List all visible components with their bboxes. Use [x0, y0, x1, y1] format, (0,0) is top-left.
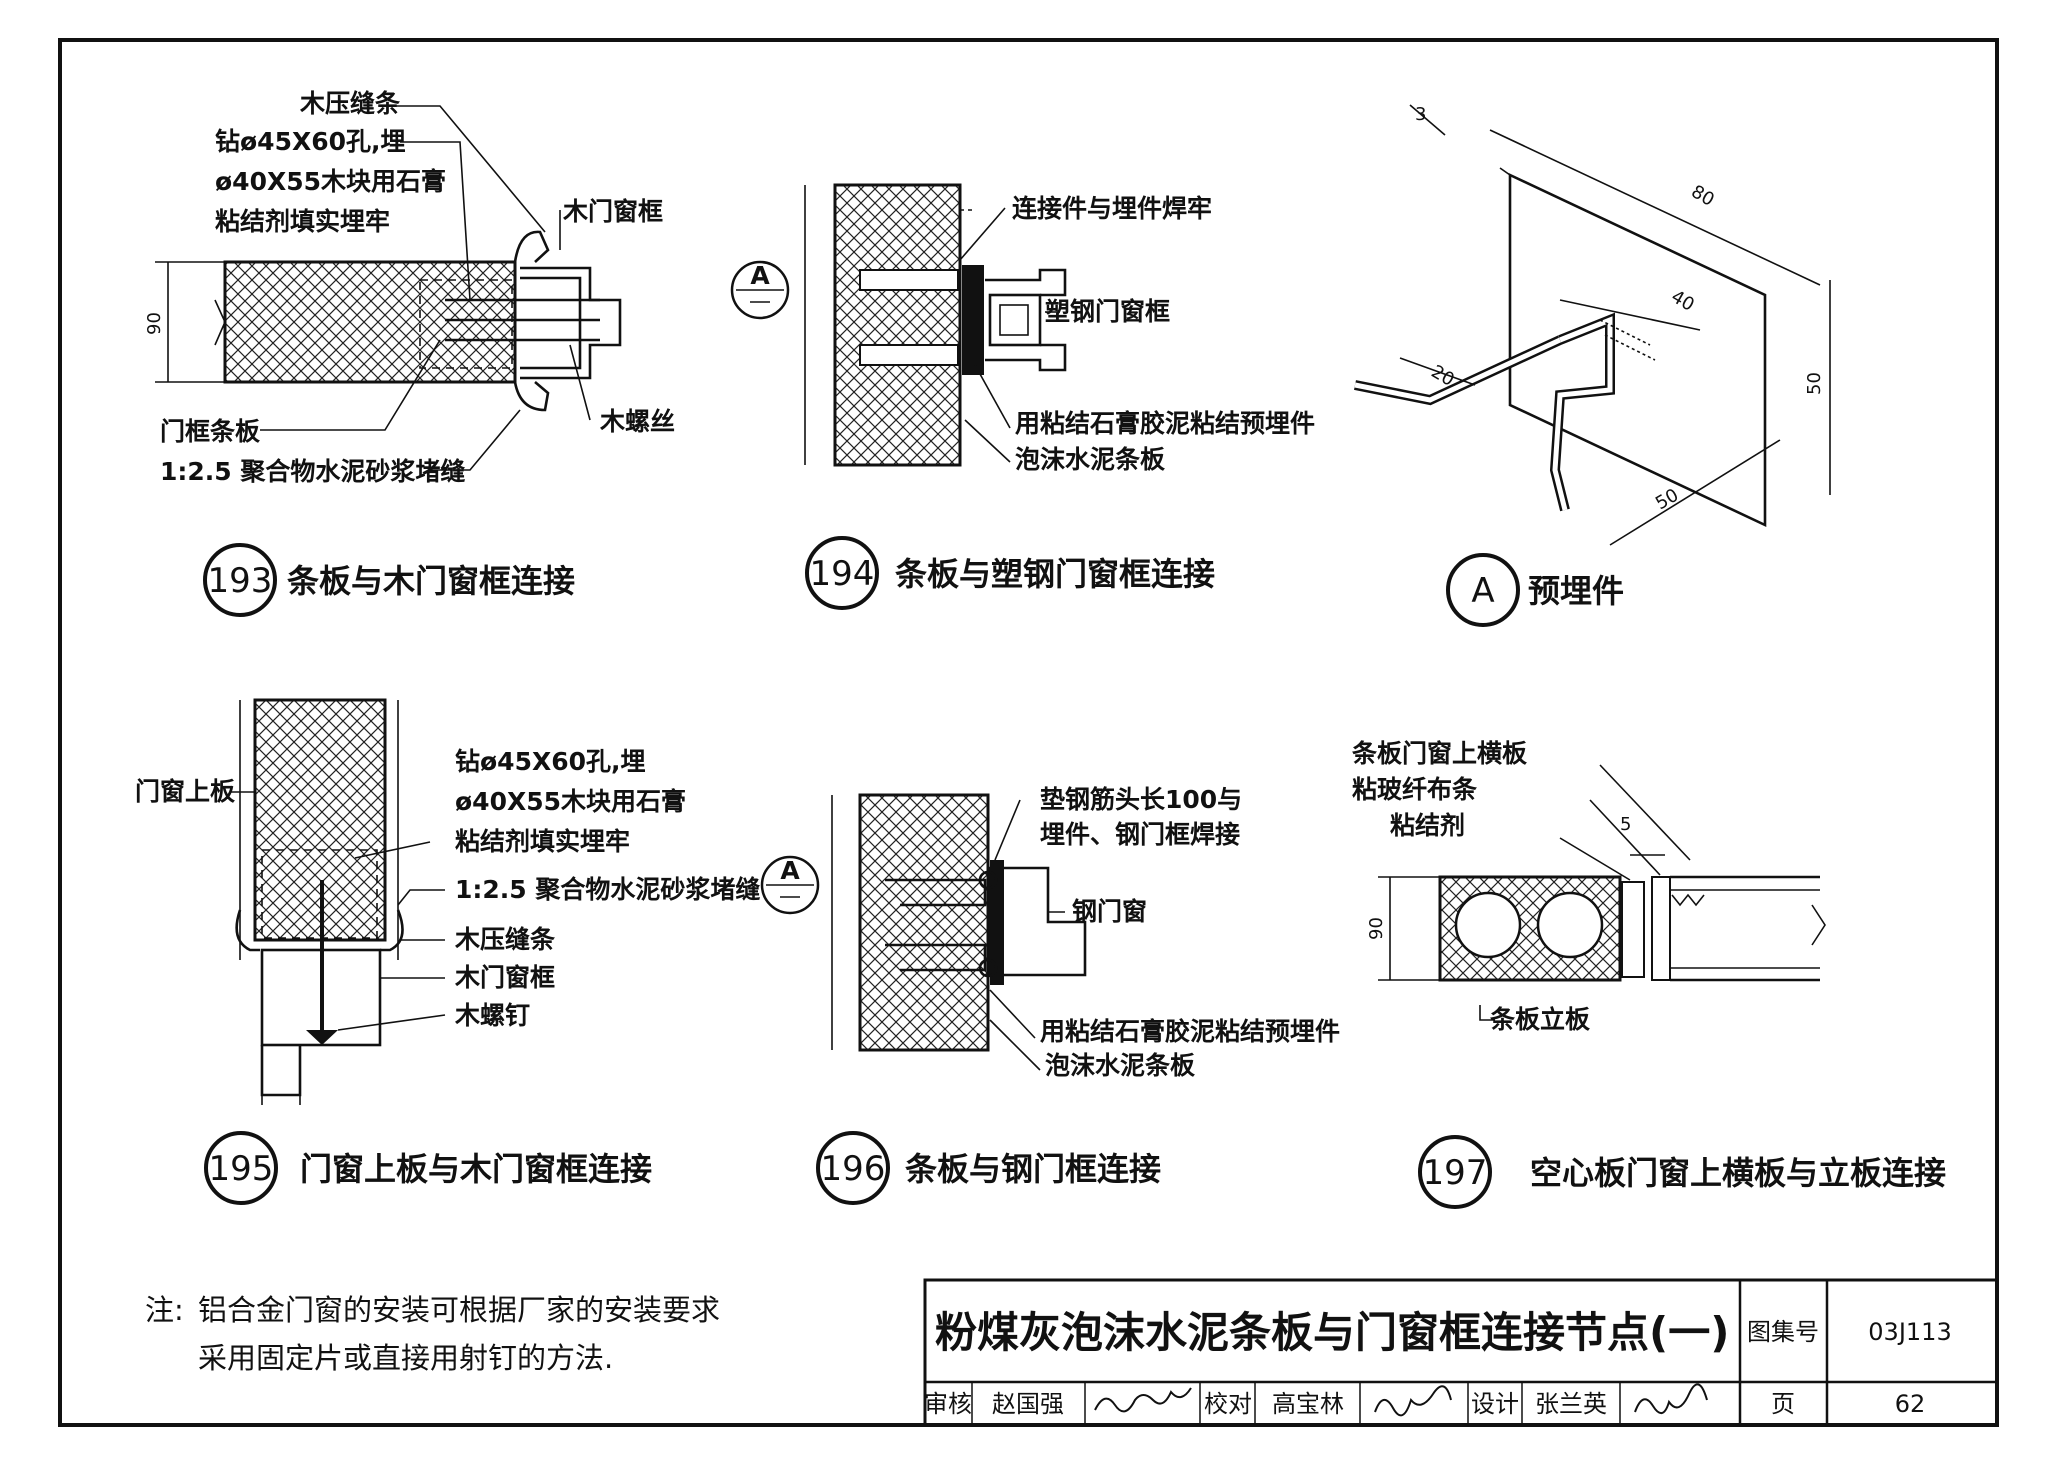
detail-194-caption: 条板与塑钢门窗框连接 [895, 555, 1215, 593]
label-194-frame: 塑钢门窗框 [1045, 297, 1170, 326]
detail-193-number-circle [203, 543, 277, 617]
note-prefix: 注: [145, 1293, 184, 1327]
detail-194-number: 194 [810, 554, 875, 594]
detail-195-number: 195 [209, 1149, 274, 1189]
label-196-panel: 泡沫水泥条板 [1045, 1051, 1195, 1080]
label-195-strip: 木压缝条 [454, 925, 556, 954]
note-line1: 铝合金门窗的安装可根据厂家的安装要求 [198, 1293, 720, 1327]
designer-signature [1634, 1383, 1708, 1414]
label-196-rebar1: 垫钢筋头长100与 [1040, 785, 1242, 814]
detail-196: 垫钢筋头长100与 埋件、钢门框焊接 钢门窗 用粘结石膏胶泥粘结预埋件 泡沫水泥… [760, 785, 1340, 1205]
atlas-number: 03J113 [1868, 1318, 1951, 1346]
detail-195-caption: 门窗上板与木门窗框连接 [300, 1150, 652, 1188]
label-193-door-strip: 门框条板 [160, 417, 260, 446]
label-195-drill3: 粘结剂填实埋牢 [455, 827, 630, 856]
label-193-mortar: 1:2.5 聚合物水泥砂浆堵缝 [160, 457, 465, 486]
label-195-nail: 木螺钉 [454, 1001, 530, 1030]
label-197-fiber: 粘玻纤布条 [1352, 775, 1478, 804]
page-number: 62 [1895, 1390, 1926, 1418]
reviewer-signature [1094, 1387, 1192, 1413]
note-line2: 采用固定片或直接用射钉的方法. [198, 1341, 613, 1375]
label-195-top-panel: 门窗上板 [135, 777, 235, 806]
label-193-drill2: ø40X55木块用石膏 [215, 167, 446, 196]
detail-197-caption: 空心板门窗上横板与立板连接 [1530, 1154, 1946, 1192]
dim-193-90: 90 [144, 312, 165, 335]
dim-197-90: 90 [1366, 917, 1387, 940]
section-mark-194 [730, 260, 790, 320]
detail-194-number-circle [805, 536, 879, 610]
page-label: 页 [1771, 1390, 1795, 1418]
detail-196-caption: 条板与钢门框连接 [905, 1150, 1161, 1188]
label-193-strip: 木压缝条 [299, 89, 401, 118]
detail-A-mark-circle [1446, 553, 1520, 627]
panel-196 [858, 793, 990, 1052]
designer-name: 张兰英 [1535, 1390, 1607, 1418]
dim-A-3: 3 [1415, 104, 1426, 125]
detail-A-mark: A [1471, 571, 1494, 611]
checker-signature [1374, 1385, 1452, 1417]
label-194-weld: 连接件与埋件焊牢 [1012, 194, 1212, 223]
dim-A-50b: 50 [1652, 485, 1682, 515]
note-block: 注: 铝合金门窗的安装可根据厂家的安装要求 采用固定片或直接用射钉的方法. [145, 1293, 720, 1375]
label-195-frame: 木门窗框 [454, 963, 555, 992]
review-label: 审核 [924, 1390, 972, 1418]
panel-194 [833, 183, 962, 467]
dim-A-50a: 50 [1804, 372, 1825, 395]
label-194-panel: 泡沫水泥条板 [1015, 445, 1165, 474]
label-197-top: 条板门窗上横板 [1352, 739, 1527, 768]
label-196-glue: 用粘结石膏胶泥粘结预埋件 [1040, 1017, 1340, 1046]
detail-193-caption: 条板与木门窗框连接 [287, 562, 575, 600]
label-196-frame: 钢门窗 [1072, 897, 1147, 926]
section-mark-196-letter: A [780, 856, 800, 885]
detail-193-number: 193 [208, 561, 273, 601]
label-195-drill2: ø40X55木块用石膏 [455, 787, 686, 816]
label-196-rebar2: 埋件、钢门框焊接 [1040, 820, 1240, 849]
detail-196-number: 196 [821, 1149, 886, 1189]
dim-197-5: 5 [1620, 814, 1631, 835]
detail-197-number-circle [1418, 1135, 1492, 1209]
section-mark-196 [760, 855, 820, 915]
check-label: 校对 [1204, 1390, 1252, 1418]
panel-193 [223, 260, 517, 384]
detail-195: 门窗上板 钻ø45X60孔,埋 ø40X55木块用石膏 粘结剂填实埋牢 1:2.… [135, 698, 760, 1205]
detail-A: 3 80 40 20 50 50 A 预埋件 [1354, 104, 1831, 627]
detail-197-number: 197 [1423, 1153, 1488, 1193]
detail-195-number-circle [204, 1131, 278, 1205]
atlas-label: 图集号 [1747, 1318, 1819, 1346]
label-194-glue: 用粘结石膏胶泥粘结预埋件 [1015, 409, 1315, 438]
checker-name: 高宝林 [1272, 1390, 1344, 1418]
detail-193: 90 木压缝条 钻ø45X60孔,埋 ø40X55木块用石膏 粘结剂填实埋牢 木… [144, 89, 675, 617]
dim-A-80: 80 [1688, 181, 1718, 211]
design-label: 设计 [1471, 1390, 1519, 1418]
label-193-frame: 木门窗框 [562, 197, 663, 226]
dim-A-40: 40 [1668, 286, 1698, 316]
reviewer-name: 赵国强 [992, 1390, 1064, 1418]
label-195-mortar: 1:2.5 聚合物水泥砂浆堵缝 [455, 875, 760, 904]
label-197-vertical: 条板立板 [1490, 1005, 1590, 1034]
detail-196-number-circle [816, 1131, 890, 1205]
drawing-title: 粉煤灰泡沫水泥条板与门窗框连接节点(一) [935, 1308, 1729, 1357]
label-193-screw: 木螺丝 [599, 407, 675, 436]
detail-197: 90 5 条板门窗上横板 粘玻纤布条 粘结剂 条板立板 197 空心板门窗上横板… [1352, 739, 1946, 1209]
detail-194: 连接件与埋件焊牢 塑钢门窗框 用粘结石膏胶泥粘结预埋件 泡沫水泥条板 A 194… [730, 183, 1315, 610]
label-195-drill1: 钻ø45X60孔,埋 [455, 747, 646, 776]
detail-A-caption: 预埋件 [1528, 572, 1624, 610]
label-193-drill1: 钻ø45X60孔,埋 [215, 127, 406, 156]
section-mark-194-letter: A [750, 261, 770, 290]
label-193-drill3: 粘结剂填实埋牢 [215, 207, 390, 236]
label-197-glue: 粘结剂 [1390, 811, 1465, 840]
title-block: 粉煤灰泡沫水泥条板与门窗框连接节点(一) 图集号 03J113 审核 赵国强 校… [923, 1278, 1999, 1427]
